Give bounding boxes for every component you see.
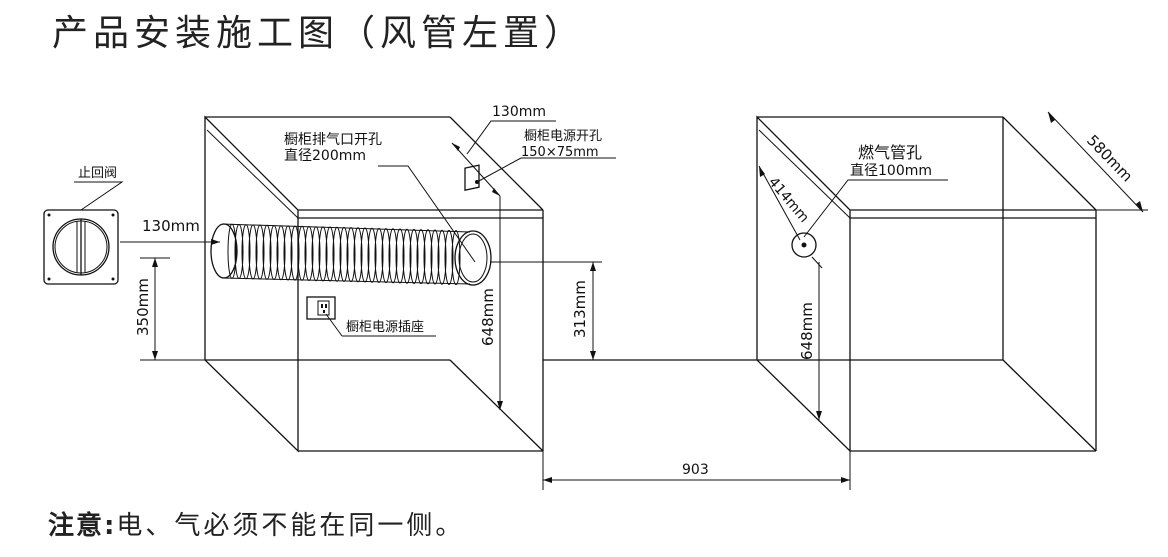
duct-rib <box>234 224 244 279</box>
exhaust-hole-leader <box>378 165 476 263</box>
duct-rib <box>332 226 342 282</box>
duct-rib <box>430 229 440 285</box>
gas-hole-label-1: 燃气管孔 <box>858 143 922 162</box>
duct-rib <box>297 225 307 281</box>
left-cabinet <box>204 115 544 453</box>
dim-350-label: 350mm <box>134 278 152 336</box>
note-text: 电、气必须不能在同一侧。 <box>116 511 465 541</box>
gas-hole-leader <box>803 179 948 238</box>
duct-rib <box>367 227 377 283</box>
power-socket-label: 橱柜电源插座 <box>346 320 424 335</box>
duct-rib <box>381 228 391 284</box>
power-socket-icon <box>306 296 336 320</box>
warning-note: 注意:电、气必须不能在同一侧。 <box>48 505 464 542</box>
duct-rib <box>353 227 363 283</box>
power-hole-icon <box>464 164 480 191</box>
dim-648-left-label: 648mm <box>479 288 497 346</box>
duct-rib <box>227 223 237 279</box>
dim-903-label: 903 <box>682 462 709 478</box>
power-hole-label-2: 150×75mm <box>521 145 599 160</box>
duct-rib <box>241 224 251 280</box>
gas-hole-label-2: 直径100mm <box>850 162 932 179</box>
duct-rib <box>416 229 426 285</box>
duct-rib <box>262 224 272 280</box>
duct-rib <box>360 227 370 283</box>
duct-rib <box>283 225 293 281</box>
check-valve-leader <box>74 181 124 211</box>
check-valve <box>43 209 119 285</box>
duct-rib <box>437 229 447 285</box>
duct-rib <box>325 226 335 282</box>
power-hole-offset-label: 130mm <box>492 104 546 120</box>
exhaust-hole-label-2: 直径200mm <box>284 147 366 164</box>
duct-rib <box>423 229 433 285</box>
gas-hole-icon <box>791 232 817 258</box>
duct-rib <box>318 226 328 282</box>
duct-rib <box>339 226 349 282</box>
check-valve-label: 止回阀 <box>78 166 117 181</box>
duct-rib <box>444 229 454 285</box>
duct-rib <box>388 228 398 284</box>
duct-rib <box>276 225 286 281</box>
page-title: 产品安装施工图（风管左置） <box>52 13 586 54</box>
duct-rib <box>402 228 412 284</box>
duct-rib <box>304 226 314 281</box>
duct-rib <box>395 228 405 284</box>
duct-rib <box>346 227 356 283</box>
power-hole-label-1: 橱柜电源开孔 <box>524 129 602 144</box>
duct-rib <box>374 227 384 283</box>
dim-414-line <box>758 165 801 241</box>
exhaust-hole-label-1: 橱柜排气口开孔 <box>284 132 382 148</box>
duct-rib <box>269 225 279 280</box>
flexible-duct <box>210 223 492 286</box>
note-label: 注意: <box>48 511 117 541</box>
duct-rib <box>255 224 265 280</box>
duct-rib <box>311 226 321 282</box>
dim-648-right-label: 648mm <box>798 302 816 360</box>
valve-offset-label: 130mm <box>142 217 200 235</box>
right-cabinet <box>756 115 1097 453</box>
duct-rib <box>290 225 300 281</box>
duct-rib <box>451 230 461 286</box>
duct-rib <box>248 224 258 280</box>
dim-580-line <box>1047 111 1144 213</box>
dim-313-label: 313mm <box>571 280 589 338</box>
duct-rib <box>409 228 419 284</box>
